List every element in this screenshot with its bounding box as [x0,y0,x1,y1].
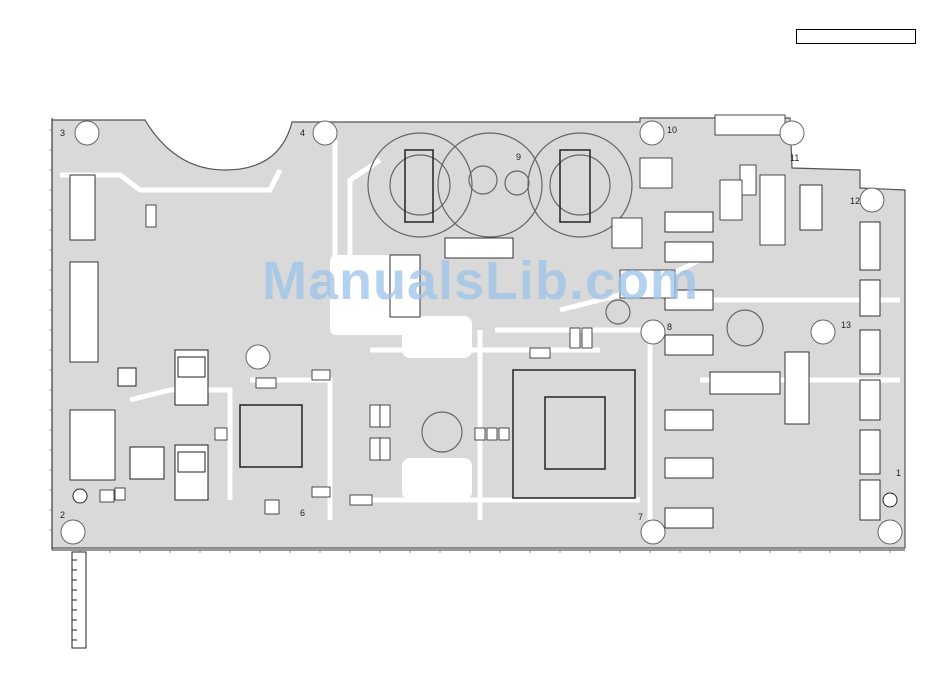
area-marker-8: 8 [667,322,672,332]
area-marker-9: 9 [516,152,521,162]
area-marker-11: 11 [790,153,799,163]
area-marker-3: 3 [60,128,65,138]
area-marker-13: 13 [841,320,851,330]
area-marker-1: 1 [896,468,901,478]
area-marker-6: 6 [300,508,305,518]
area-marker-12: 12 [850,196,860,206]
edge-connector-strip [72,552,86,648]
area-marker-7: 7 [638,512,643,522]
area-marker-2: 2 [60,510,65,520]
watermark-text: ManualsLib.com [262,250,699,312]
area-marker-4: 4 [300,128,305,138]
area-marker-10: 10 [667,125,677,135]
